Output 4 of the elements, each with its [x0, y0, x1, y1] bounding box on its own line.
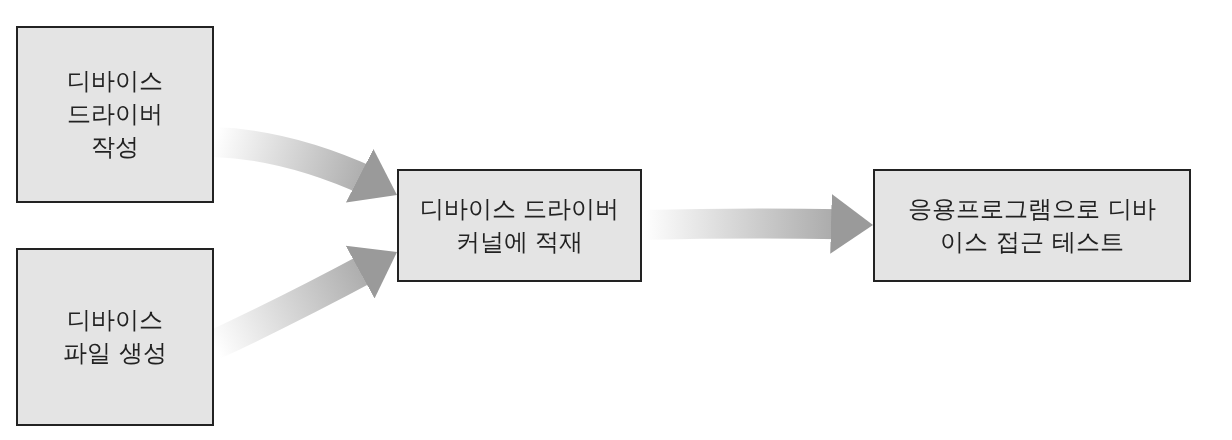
- process-box: 디바이스 드라이버 커널에 적재: [397, 169, 642, 282]
- process-box: 디바이스 드라이버 작성: [16, 26, 214, 203]
- process-box: 응용프로그램으로 디바이스 접근 테스트: [873, 169, 1191, 282]
- process-box: 디바이스 파일 생성: [16, 248, 214, 426]
